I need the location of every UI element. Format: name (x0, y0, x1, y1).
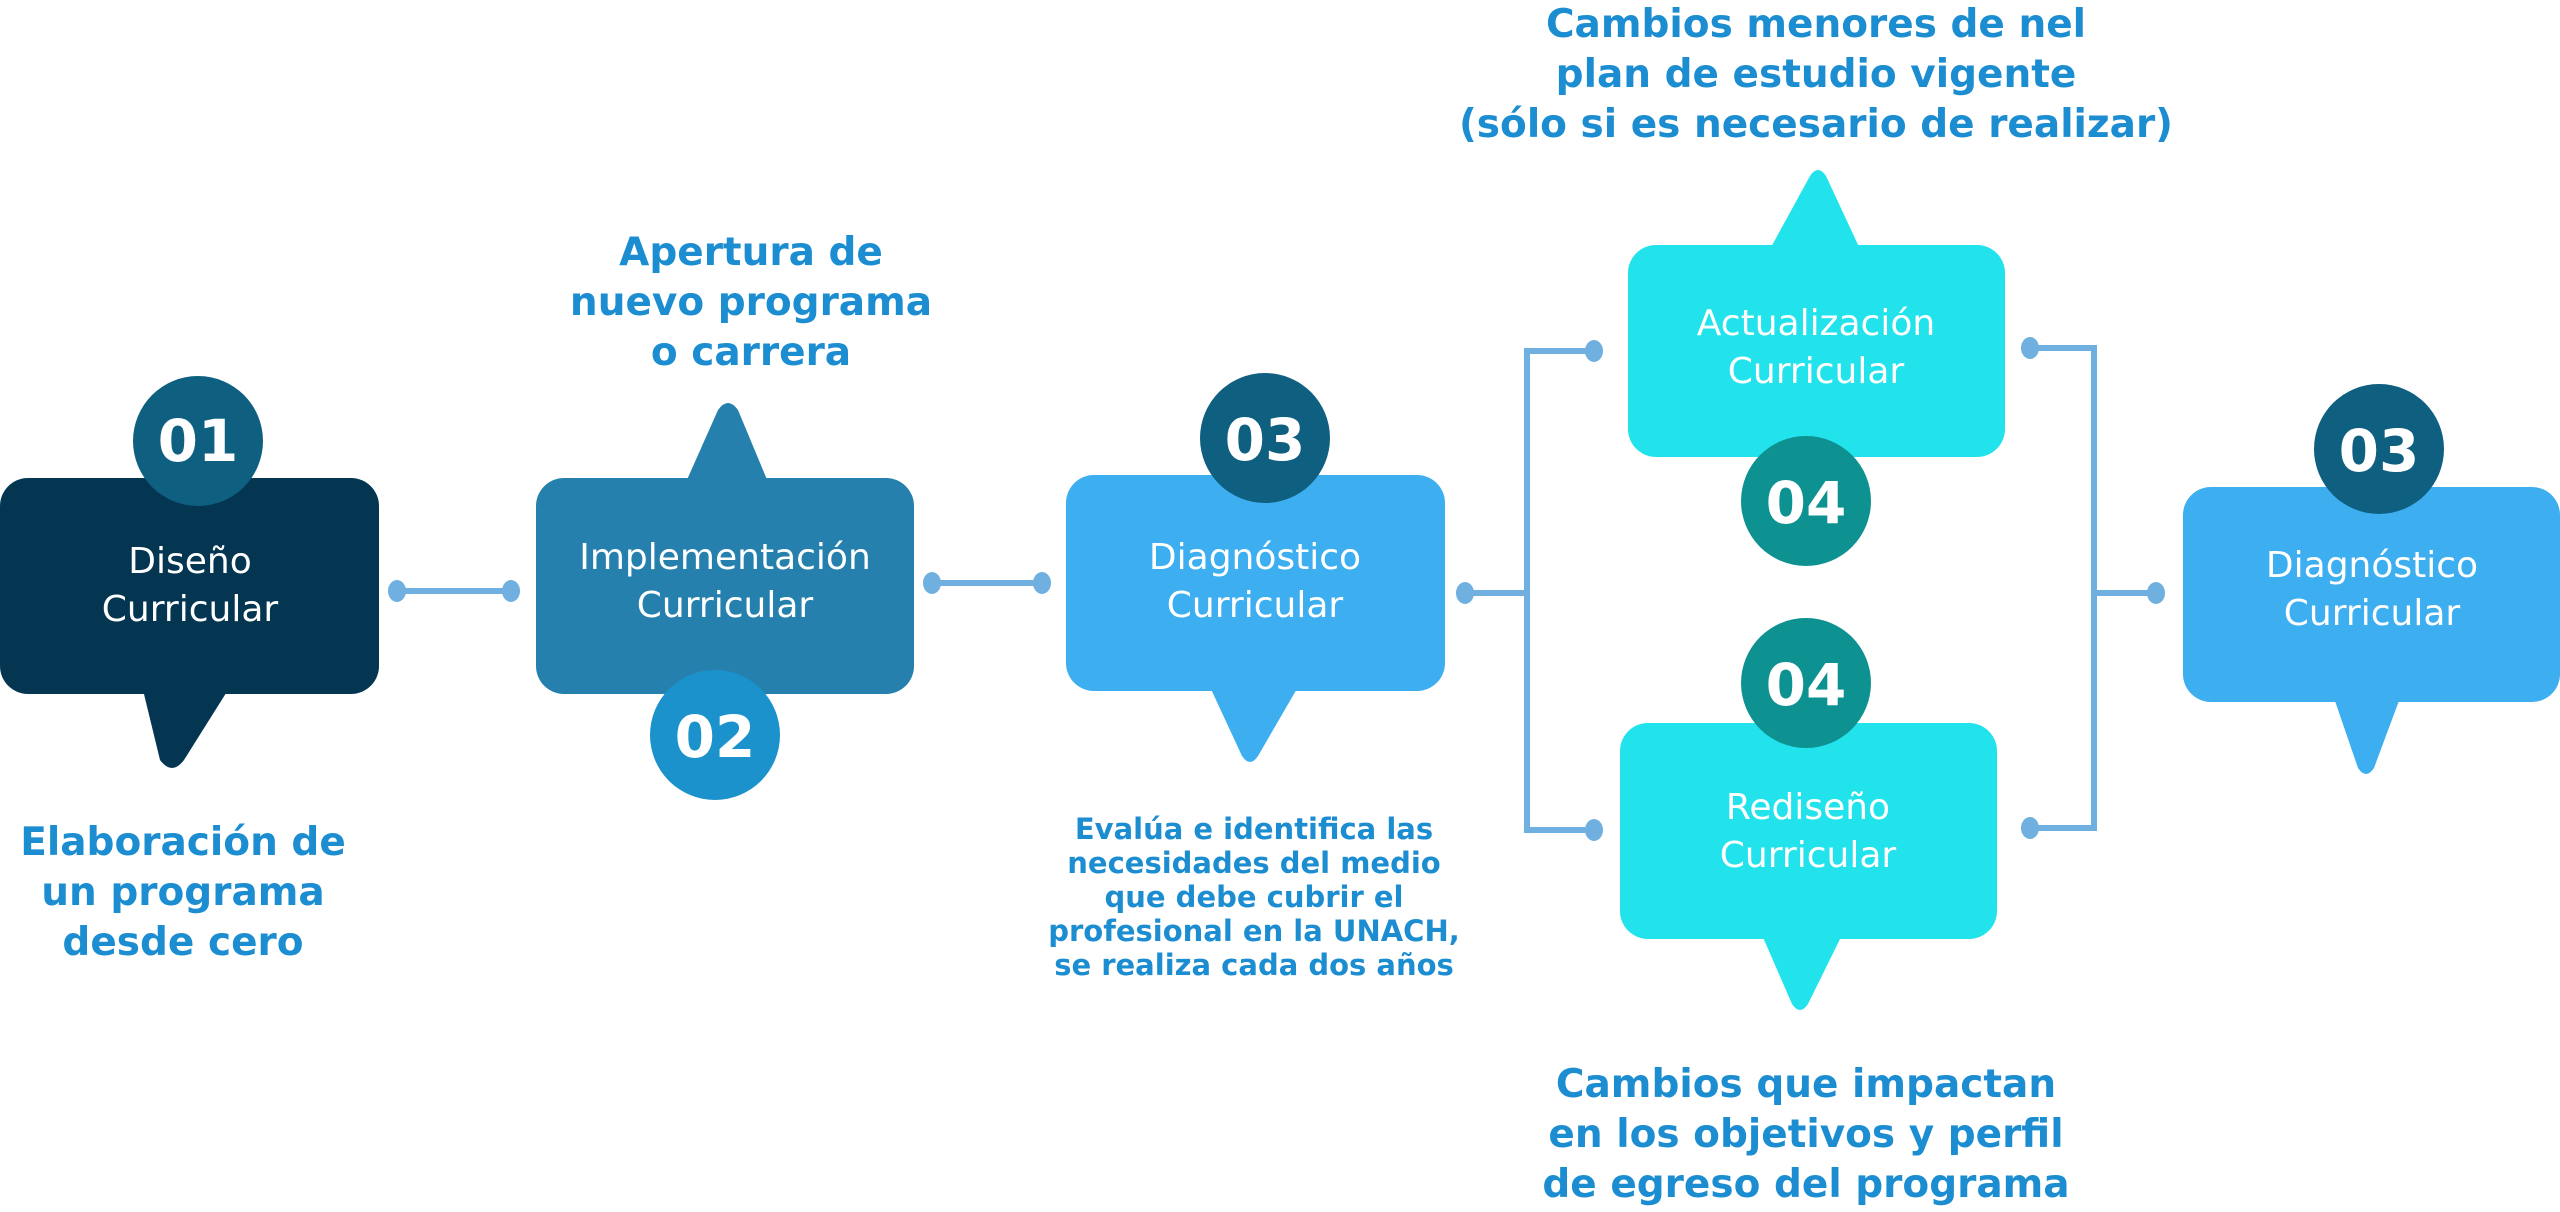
step-3-shape (1066, 373, 1445, 762)
step-number: 03 (1224, 406, 1306, 474)
step-number: 03 (2338, 417, 2420, 485)
step-4b-shape (1620, 618, 1997, 1010)
step-number: 04 (1765, 651, 1847, 719)
step-1-shape (0, 376, 379, 768)
step-5-shape (2183, 384, 2560, 774)
step-number: 01 (157, 407, 239, 475)
connector-branch-right (2030, 345, 2097, 831)
step-number: 04 (1765, 469, 1847, 537)
connector-branch-left (1465, 348, 1594, 596)
step-2-shape (536, 403, 914, 800)
step-4a-shape (1628, 170, 2005, 566)
connectors (397, 345, 2156, 833)
step-number: 02 (674, 703, 756, 771)
connector-branch-left-bottom (1524, 593, 1594, 833)
connector-dots (388, 337, 2165, 841)
